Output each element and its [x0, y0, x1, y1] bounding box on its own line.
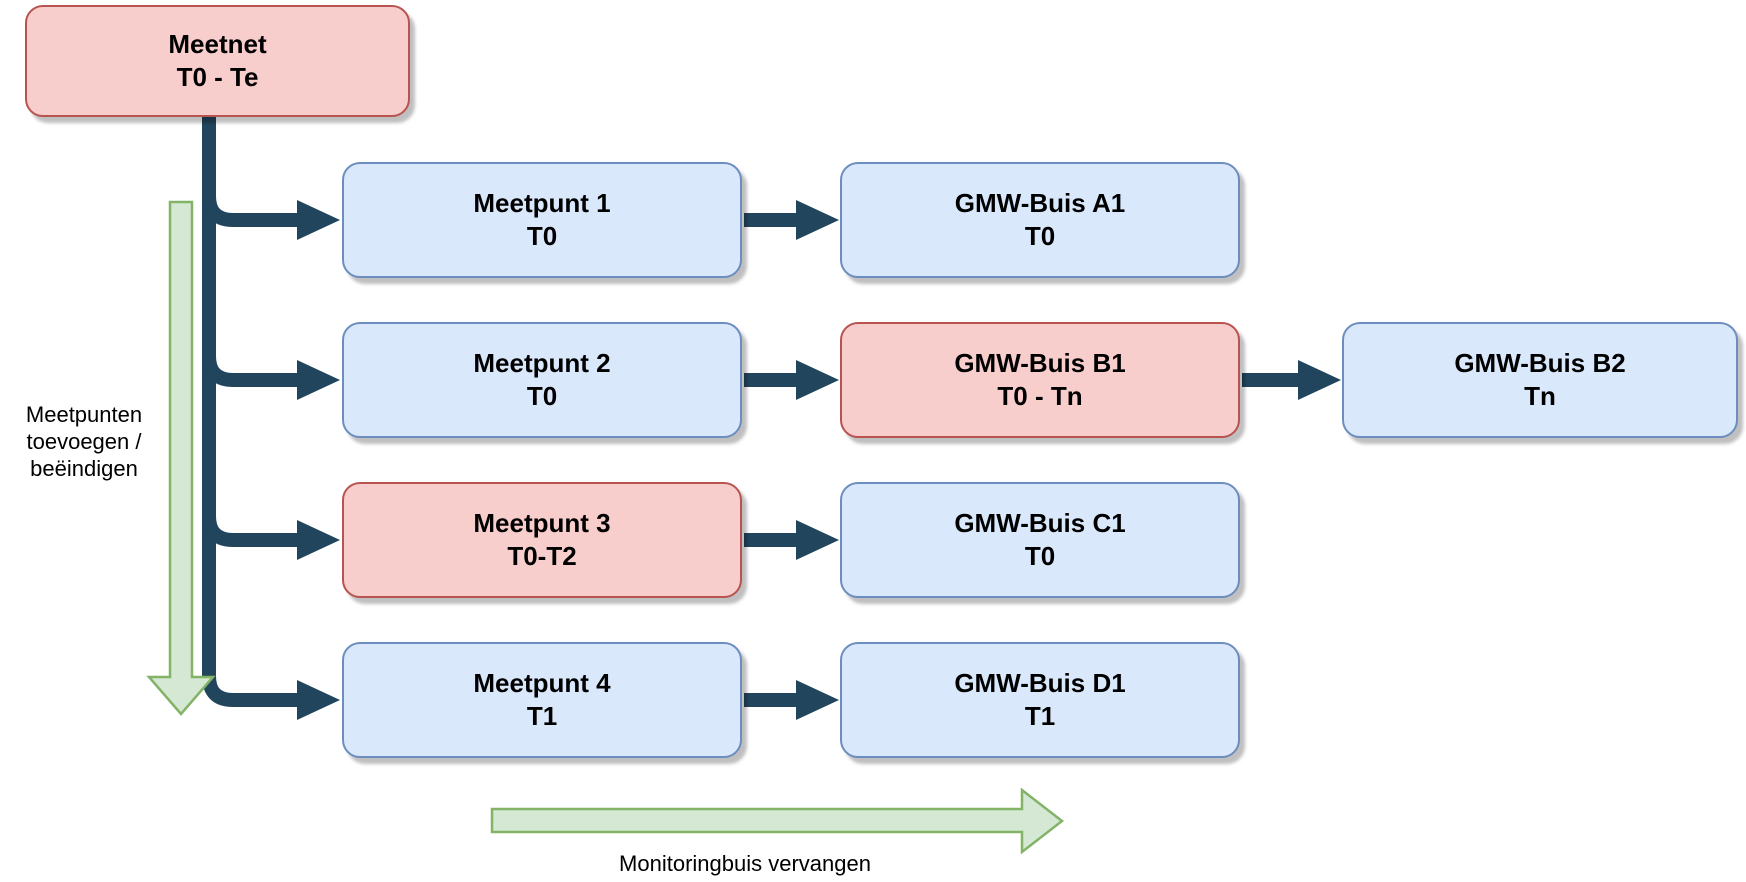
node-gmw-buis-a1-label: GMW-Buis A1: [954, 188, 1126, 218]
node-gmw-buis-b1-period: T0 - Tn: [997, 381, 1083, 411]
node-meetpunt-1: Meetpunt 1 T0: [342, 162, 742, 278]
node-gmw-buis-a1-period: T0: [1024, 221, 1056, 251]
node-gmw-buis-b2-label: GMW-Buis B2: [1454, 348, 1626, 378]
node-gmw-buis-d1: GMW-Buis D1 T1: [840, 642, 1240, 758]
node-gmw-buis-c1: GMW-Buis C1 T0: [840, 482, 1240, 598]
node-meetnet-period: T0 - Te: [176, 62, 259, 92]
node-meetpunt-1-label: Meetpunt 1: [473, 188, 611, 218]
arrow-meetpunt4-gmwd1-head: [796, 680, 839, 720]
node-meetpunt-3-period: T0-T2: [507, 541, 577, 571]
left-arrow-label: Meetpunten toevoegen / beëindigen: [25, 402, 143, 481]
node-gmw-buis-b2-period: Tn: [1524, 381, 1556, 411]
branch-row4-connector: [202, 675, 298, 707]
node-meetpunt-4: Meetpunt 4 T1: [342, 642, 742, 758]
node-meetpunt-3-label: Meetpunt 3: [473, 508, 611, 538]
right-green-arrow: [490, 787, 1065, 855]
node-gmw-buis-b1-label: GMW-Buis B1: [954, 348, 1126, 378]
branch-row1-arrowhead: [297, 200, 340, 240]
branch-row4-arrowhead: [297, 680, 340, 720]
node-gmw-buis-d1-label: GMW-Buis D1: [954, 668, 1126, 698]
bottom-arrow-label: Monitoringbuis vervangen: [619, 851, 871, 876]
node-gmw-buis-b2: GMW-Buis B2 Tn: [1342, 322, 1738, 438]
arrow-meetpunt2-gmwb1-head: [796, 360, 839, 400]
arrow-meetpunt3-gmwc1-head: [796, 520, 839, 560]
branch-row1-connector: [202, 195, 298, 227]
node-gmw-buis-a1: GMW-Buis A1 T0: [840, 162, 1240, 278]
node-meetpunt-2: Meetpunt 2 T0: [342, 322, 742, 438]
node-gmw-buis-b1: GMW-Buis B1 T0 - Tn: [840, 322, 1240, 438]
node-gmw-buis-d1-period: T1: [1024, 701, 1056, 731]
node-meetpunt-1-period: T0: [526, 221, 558, 251]
node-meetpunt-3: Meetpunt 3 T0-T2: [342, 482, 742, 598]
node-meetpunt-4-period: T1: [526, 701, 558, 731]
node-meetpunt-4-label: Meetpunt 4: [473, 668, 611, 698]
node-meetpunt-2-label: Meetpunt 2: [473, 348, 611, 378]
branch-row2-arrowhead: [297, 360, 340, 400]
node-meetpunt-2-period: T0: [526, 381, 558, 411]
arrow-meetpunt1-gmwa1-head: [796, 200, 839, 240]
branch-row3-connector: [202, 515, 298, 547]
node-gmw-buis-c1-label: GMW-Buis C1: [954, 508, 1126, 538]
branch-row2-connector: [202, 355, 298, 387]
arrow-gmwb1-gmwb2-head: [1298, 360, 1341, 400]
node-meetnet-label: Meetnet: [168, 29, 267, 59]
node-meetnet: Meetnet T0 - Te: [25, 5, 410, 117]
branch-row3-arrowhead: [297, 520, 340, 560]
node-gmw-buis-c1-period: T0: [1024, 541, 1056, 571]
